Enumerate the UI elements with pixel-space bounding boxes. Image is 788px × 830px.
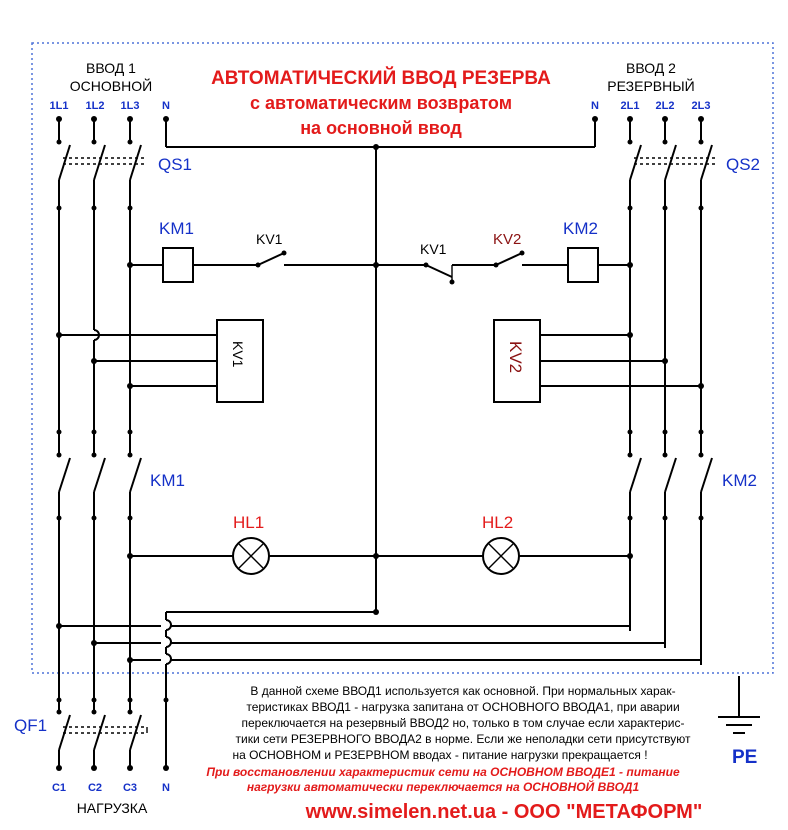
enclosure-border [31,42,774,674]
title-line-2: с автоматическим возвратом [250,93,512,113]
terminal-C2: C2 [88,782,102,794]
description-line-2: теристиках ВВОД1 - нагрузка запитана от … [246,700,679,714]
highlight-line-2: нагрузки автоматически переключается на … [247,778,640,794]
terminal-2L3: 2L3 [692,100,711,112]
highlight-line-1: При восстановлении характеристик сети на… [206,765,680,779]
kv2-contact-label: KV2 [493,231,521,248]
qs1-label: QS1 [158,155,192,174]
load-label: НАГРУЗКА [77,800,148,816]
output-bus [59,625,702,665]
junction-dots [56,116,704,771]
terminal-N-input2: N [591,100,599,112]
kv1-relay-label: KV1 [230,341,246,368]
km1-coil-label: KM1 [159,219,194,238]
description-line-4: тики сети РЕЗЕРВНОГО ВВОДА2 в норме. Есл… [236,732,691,746]
terminal-1L2: 1L2 [86,100,105,112]
km1-contacts-label: KM1 [150,471,185,490]
input2-name: ВВОД 2 [626,60,676,76]
qs2-label: QS2 [726,155,760,174]
title-line-1: АВТОМАТИЧЕСКИЙ ВВОД РЕЗЕРВА [211,67,551,89]
neutral-wires [165,119,596,700]
input1-subtitle: ОСНОВНОЙ [70,77,152,94]
pe-label: PE [732,747,757,768]
kv1-relay [216,319,264,403]
terminal-C3: C3 [123,782,137,794]
qf1-label: QF1 [14,716,47,735]
terminal-1L1: 1L1 [50,100,69,112]
terminal-1L3: 1L3 [121,100,140,112]
km1-coil [162,247,194,283]
input2-phase-wires [629,119,716,665]
hl2-lamp [482,537,520,575]
terminal-2L1: 2L1 [621,100,640,112]
km2-coil [567,247,599,283]
description-line-3: переключается на резервный ВВОД2 но, тол… [242,716,685,730]
hl2-label: HL2 [482,513,513,532]
description-line-5: на ОСНОВНОМ и РЕЗЕРВНОМ вводах - питание… [232,748,647,762]
control-row [130,247,630,283]
terminal-C1: C1 [52,782,66,794]
hl1-lamp [232,537,270,575]
kv2-relay [493,319,541,403]
input2-subtitle: РЕЗЕРВНЫЙ [607,77,694,94]
terminal-N-input1: N [162,100,170,112]
kv2-relay-wires [540,334,701,387]
terminal-N-load: N [162,782,170,794]
footer-link[interactable]: www.simelen.net.ua - ООО "МЕТАФОРМ" [305,801,703,823]
ground-symbol [718,676,760,734]
qf1-breaker [58,700,167,768]
kv1-contact-left-label: KV1 [256,231,283,247]
input1-name: ВВОД 1 [86,60,136,76]
kv1-relay-wires [59,334,217,387]
kv1-contact-right-label: KV1 [420,241,447,257]
km2-contacts-label: KM2 [722,471,757,490]
hl1-label: HL1 [233,513,264,532]
terminal-2L2: 2L2 [656,100,675,112]
kv2-relay-label: KV2 [506,341,525,373]
title-line-3: на основной ввод [300,118,462,138]
km2-coil-label: KM2 [563,219,598,238]
description-line-1: В данной схеме ВВОД1 используется как ос… [250,684,675,698]
